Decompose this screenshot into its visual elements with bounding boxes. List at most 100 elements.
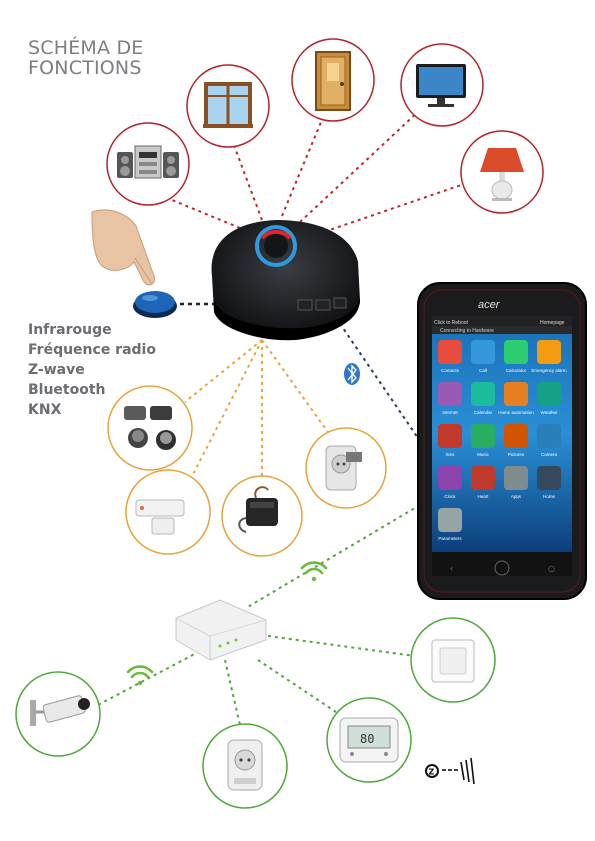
phone-brand: acer [478,299,501,311]
app-label: Heart [477,494,489,499]
device-door-sensor [125,469,211,555]
line-to-stereo [171,199,241,229]
device-smart-plug [305,427,387,509]
app-label: Call [479,368,487,373]
window-icon [203,82,253,128]
app-icon[interactable] [471,340,495,364]
line-to-plug2 [224,659,241,726]
stereo-icon [117,145,179,179]
protocol-zwave: Z-wave [28,362,85,378]
app-icon[interactable] [438,424,462,448]
app-icon[interactable] [471,424,495,448]
protocol-radio-frequency: Fréquence radio [28,342,156,358]
line-phone-to-router [245,504,421,609]
hub-led-ring-red [260,229,292,240]
app-icon[interactable] [537,424,561,448]
wifi-icon [300,561,328,582]
line-to-door [281,109,327,217]
green-connections [95,504,421,726]
app-icon[interactable] [504,382,528,406]
app-label: Emergency alarm [531,368,567,373]
app-icon[interactable] [537,466,561,490]
device-stereo [106,122,190,206]
red-connections [171,109,471,235]
device-remotes [107,385,193,471]
switch-module-icon [238,486,278,533]
home-button [494,560,510,576]
device-wall-switch [410,617,496,703]
device-door [291,38,375,122]
smart-plug-icon [325,445,362,491]
app-label: Contacts [441,368,460,373]
app-label: Camera [541,452,558,457]
app-icon[interactable] [504,424,528,448]
line-to-plug [261,339,331,436]
door-sensor-icon [135,499,185,535]
search-icon: ○ [548,564,555,573]
tv-icon [416,64,466,107]
title-line-1: SCHÉMA DE [28,37,144,59]
protocol-infrared: Infrarouge [28,322,112,338]
app-label: Sms [446,452,456,457]
door-icon [315,51,351,111]
zwave-logo: Z [425,757,475,785]
app-label: Internet [442,410,458,415]
security-camera-icon [30,695,90,726]
protocol-list: Infrarouge Fréquence radio Z-wave Blueto… [28,320,156,420]
device-camera [15,671,101,757]
wall-switch-icon [431,639,475,683]
line-to-lamp [317,181,471,235]
device-module [221,475,303,557]
app-icon[interactable] [471,382,495,406]
line-to-window [231,139,263,221]
router-device [175,599,267,661]
app-icon[interactable] [504,340,528,364]
device-window [186,64,270,148]
thermostat-icon: 80 [339,717,399,763]
app-label: Calendar [474,410,493,415]
remote-sensors-icon [124,406,176,450]
zwave-logo-letter: Z [429,768,435,777]
app-icon[interactable] [438,508,462,532]
status-left: Click to Reboot [434,320,469,326]
hub-led-ring [255,225,297,267]
protocol-knx: KNX [28,402,62,418]
bluetooth-icon [344,363,360,385]
line-to-camera [95,647,207,707]
app-label: Clock [444,494,456,499]
app-icon[interactable] [537,340,561,364]
push-button-icon [133,291,177,318]
status-right: Homepage [540,320,565,326]
lamp-icon [480,148,524,201]
thermostat-display: 80 [360,732,374,746]
hub-device [211,220,360,341]
app-icon[interactable] [438,466,462,490]
line-to-thermostat [257,659,337,713]
line-to-phone [331,311,419,439]
app-label: Home automation [498,410,534,415]
app-icon[interactable] [471,466,495,490]
back-icon: ‹ [450,564,453,573]
line-to-remotes [184,339,263,403]
device-thermostat: 80 [326,697,412,783]
app-icon[interactable] [438,340,462,364]
line-to-switch [267,635,416,657]
app-label: Music [477,452,490,457]
device-lamp [460,130,544,214]
line-to-tv [299,109,421,223]
app-label: Pictures [508,452,525,457]
app-icon[interactable] [537,382,561,406]
app-icon[interactable] [504,466,528,490]
wifi-icon-2 [126,665,154,686]
diagram-title: SCHÉMA DE FONCTIONS [28,38,144,78]
hand-icon [91,209,156,286]
protocol-bluetooth: Bluetooth [28,382,106,398]
orange-connections [184,339,331,491]
notification-text: Connecting to Hardware [440,328,494,334]
app-label: Apps [511,494,522,499]
line-to-sensor [184,339,263,491]
app-icon[interactable] [438,382,462,406]
smart-plug-icon-2 [227,739,263,791]
